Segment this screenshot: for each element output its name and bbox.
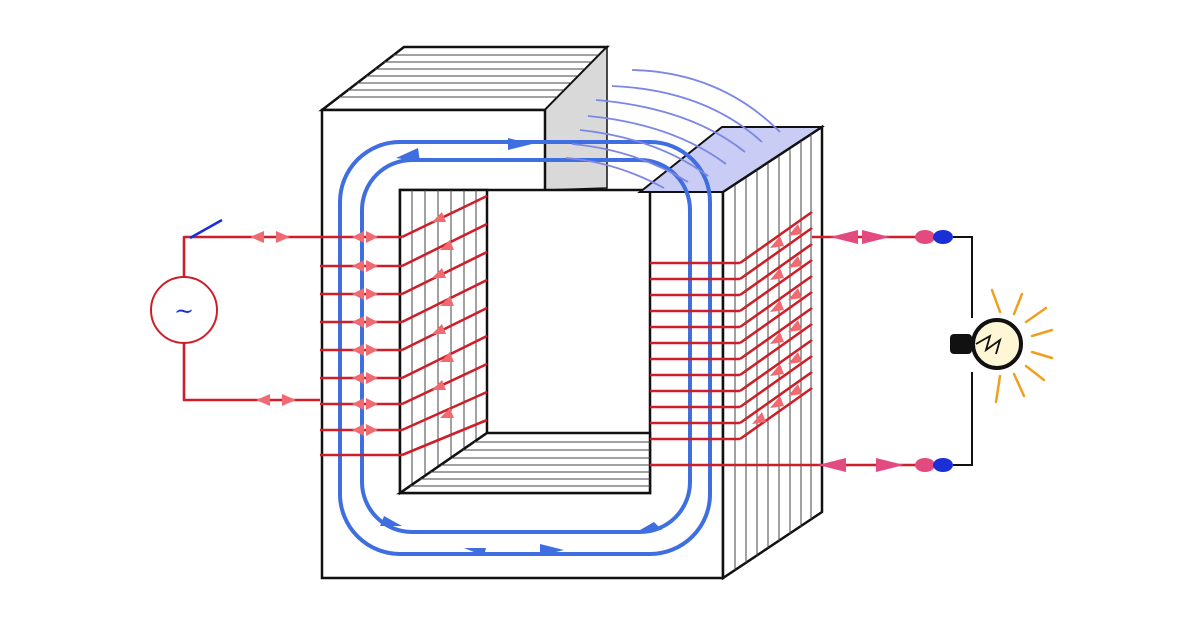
leakage-arc [595,99,746,153]
lead-arrows [250,231,296,406]
leakage-arc [565,157,665,189]
secondary-diagonal-turns [739,210,813,441]
terminal-bottom-negative[interactable] [933,458,953,472]
load-wire-bottom [953,372,973,466]
secondary-horizontal-turns [650,261,740,467]
flux-arrow [464,548,486,556]
core-floor-laminations [410,441,650,487]
leakage-arc [571,143,689,183]
primary-lead-bottom [182,338,320,402]
primary-turn-diagonal [401,362,488,406]
leakage-arc [611,85,763,143]
primary-current-arrows [352,212,454,436]
primary-turn-diagonal [401,250,488,296]
bulb-base [950,334,972,354]
load-wire-top [953,236,973,318]
bulb-glass [971,318,1023,370]
terminal-top-positive[interactable] [915,230,935,244]
primary-lead-top [182,235,320,282]
flux-arrow [540,544,564,556]
core-window-floor [395,431,652,495]
ac-source-circle [150,276,218,344]
leakage-arc [579,129,709,177]
primary-turn-diagonal [401,418,488,457]
flux-arrow [508,138,532,150]
light-bulb-icon [950,288,1054,404]
primary-turn-diagonal [401,194,488,239]
switch-icon[interactable] [189,218,223,240]
light-rays [990,288,1054,404]
output-terminals [915,230,953,472]
primary-turn-diagonal [401,334,488,380]
core-top-laminations [339,54,600,98]
leakage-flux [565,69,781,189]
ac-source: ~ [150,276,218,344]
secondary-lead-arrows [818,230,904,472]
primary-turn-diagonal [401,390,488,432]
primary-turn-diagonal [401,306,488,352]
terminal-bottom-positive[interactable] [915,458,935,472]
primary-winding [182,194,488,457]
flux-arrow [380,516,402,526]
leakage-arc [587,115,727,165]
flux-arrow [396,148,420,162]
ac-source-symbol: ~ [174,297,194,325]
terminal-top-negative[interactable] [933,230,953,244]
primary-turn-diagonal [401,278,488,324]
flux-arrow [640,522,662,530]
bulb-filament [975,334,1002,355]
transformer-core [318,45,825,581]
primary-turn-diagonal [401,222,488,268]
flux-loop-outer [338,140,712,556]
secondary-winding [650,210,918,472]
leakage-arc [631,69,781,133]
secondary-current-arrows [752,224,802,424]
